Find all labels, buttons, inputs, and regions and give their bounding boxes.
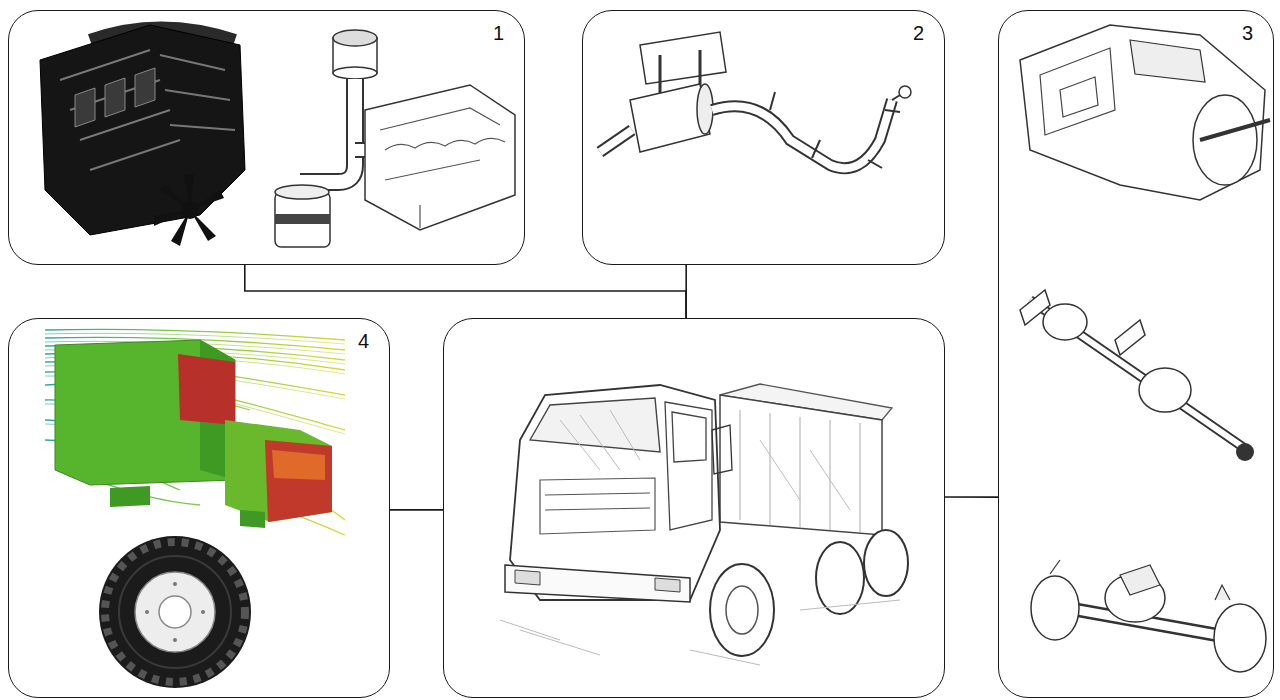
air-filter <box>275 192 330 247</box>
tire-sidewall <box>119 556 231 668</box>
windshield <box>530 398 660 452</box>
panel-box: 4 <box>8 318 390 698</box>
intake-pipe-outline <box>300 79 355 182</box>
connector-line <box>685 265 687 318</box>
callout-number: 3 <box>1242 21 1253 45</box>
cab-door <box>665 402 712 530</box>
cfd-cab-front <box>265 440 332 522</box>
differential <box>1139 368 1191 412</box>
headlight <box>515 570 680 592</box>
dump-body <box>720 395 882 535</box>
air-filter-band <box>275 214 330 224</box>
bumper <box>505 565 690 602</box>
text-group: 4 <box>358 329 369 353</box>
tire-tread <box>105 542 245 682</box>
front-wheel <box>710 564 774 656</box>
panel-box: 3 <box>998 10 1274 698</box>
output-shaft <box>1200 120 1270 140</box>
manifold-plate <box>365 85 515 230</box>
streamlines <box>45 329 345 535</box>
intake-pipe <box>300 79 355 182</box>
cfd-wheel <box>110 486 265 528</box>
wheel-hub <box>1031 576 1079 640</box>
rear-wheel <box>864 530 908 596</box>
connector-line <box>245 265 686 318</box>
rear-wheel <box>816 542 864 614</box>
cfd-trailer <box>55 340 235 485</box>
connector-line <box>390 509 443 511</box>
exhaust-pipe <box>712 100 892 168</box>
pipe-flange <box>899 86 911 98</box>
fan-blade <box>154 174 224 246</box>
tire <box>99 536 251 688</box>
connector-line <box>945 496 998 498</box>
engine-detail <box>60 50 235 170</box>
text-group: 3 <box>1242 21 1253 45</box>
manifold-detail <box>380 108 505 228</box>
side-mirror <box>712 425 732 474</box>
air-cap-bottom <box>333 67 377 79</box>
panel-box: 2 <box>582 10 945 265</box>
tailpipe <box>600 130 632 152</box>
panel-box: 1 <box>8 10 525 265</box>
wheel-rim <box>135 572 215 652</box>
panel-box <box>443 318 945 698</box>
axle-mount <box>1020 290 1145 355</box>
grille <box>540 478 655 534</box>
bracket-plate <box>640 32 726 84</box>
axle-detail <box>1050 560 1230 600</box>
cfd-cab-hotspot <box>272 450 325 480</box>
wheel-hub <box>159 596 191 628</box>
air-filter-top <box>275 185 329 199</box>
dump-body-rib <box>740 410 860 532</box>
air-cap-top <box>333 30 377 46</box>
gearbox-housing <box>1020 25 1265 200</box>
sketch-hatching <box>500 410 900 665</box>
cfd-pressure-zone <box>178 354 235 425</box>
callout-number: 4 <box>358 329 369 353</box>
wheel-hub <box>1214 604 1266 672</box>
callout-number: 2 <box>913 21 924 45</box>
cfd-cab <box>225 420 332 522</box>
engine-cylinder <box>75 68 155 127</box>
muffler-end <box>697 84 713 134</box>
wheel-rim <box>726 586 758 634</box>
engine-block <box>40 25 245 235</box>
callout-number: 1 <box>493 21 504 45</box>
wheel-bolt <box>145 582 205 642</box>
pipe-clamp <box>770 92 905 168</box>
tailpipe-outline <box>600 130 632 152</box>
exhaust-pipe-outline <box>712 100 892 168</box>
text-group: 2 <box>913 21 924 45</box>
shift-cover <box>1130 40 1205 82</box>
differential <box>1043 304 1087 340</box>
gearbox-detail <box>1040 48 1115 135</box>
axle-end <box>1236 443 1254 461</box>
text-group: 1 <box>493 21 504 45</box>
